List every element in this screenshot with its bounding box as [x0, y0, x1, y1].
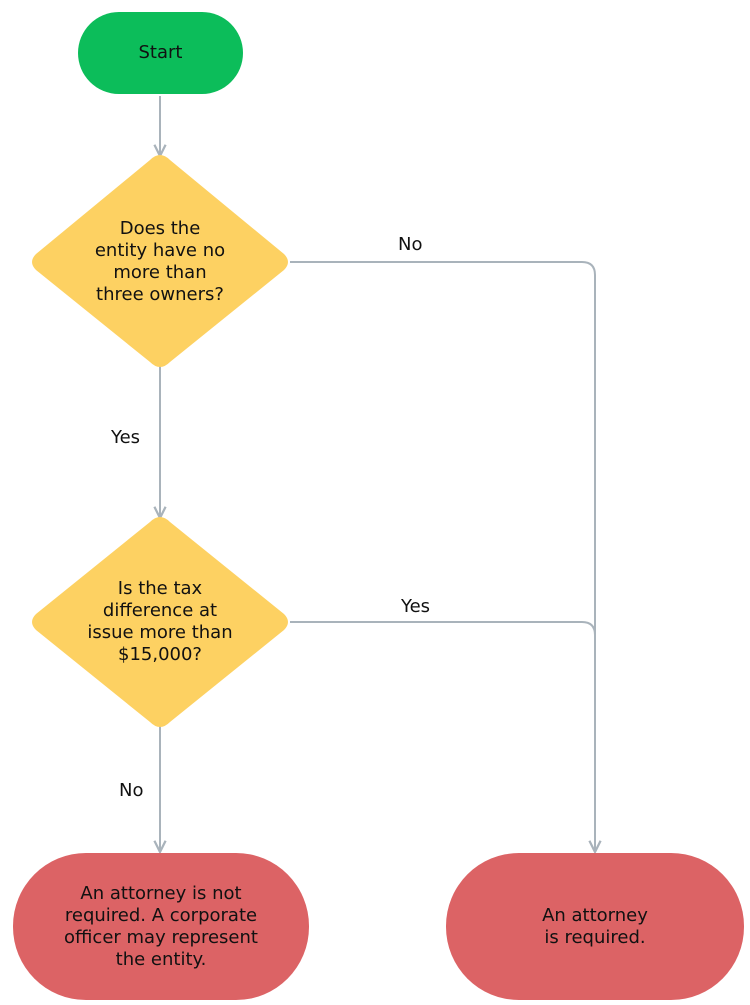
- connector-tax-yes-to-required: [290, 621, 596, 636]
- decision-tax-label: Is the tax difference at issue more than…: [87, 578, 233, 665]
- end-required-terminal: [446, 853, 744, 1000]
- end-not-required-label: An attorney is not required. A corporate…: [64, 882, 258, 970]
- connector-owners-no-to-required: [290, 261, 595, 852]
- decision-owners-diamond: [32, 155, 288, 367]
- start-terminal: [78, 12, 243, 94]
- edge-label-tax-no: No: [119, 780, 144, 801]
- end-required-label: An attorney is required.: [542, 904, 648, 948]
- decision-owners-label: Does the entity have no more than three …: [94, 218, 226, 305]
- start-label: Start: [138, 42, 183, 63]
- end-not-required-terminal: [13, 853, 309, 1000]
- decision-tax-diamond: [32, 517, 288, 727]
- edge-label-owners-yes: Yes: [111, 427, 141, 448]
- edge-label-tax-yes: Yes: [401, 596, 431, 617]
- edge-label-owners-no: No: [398, 234, 423, 255]
